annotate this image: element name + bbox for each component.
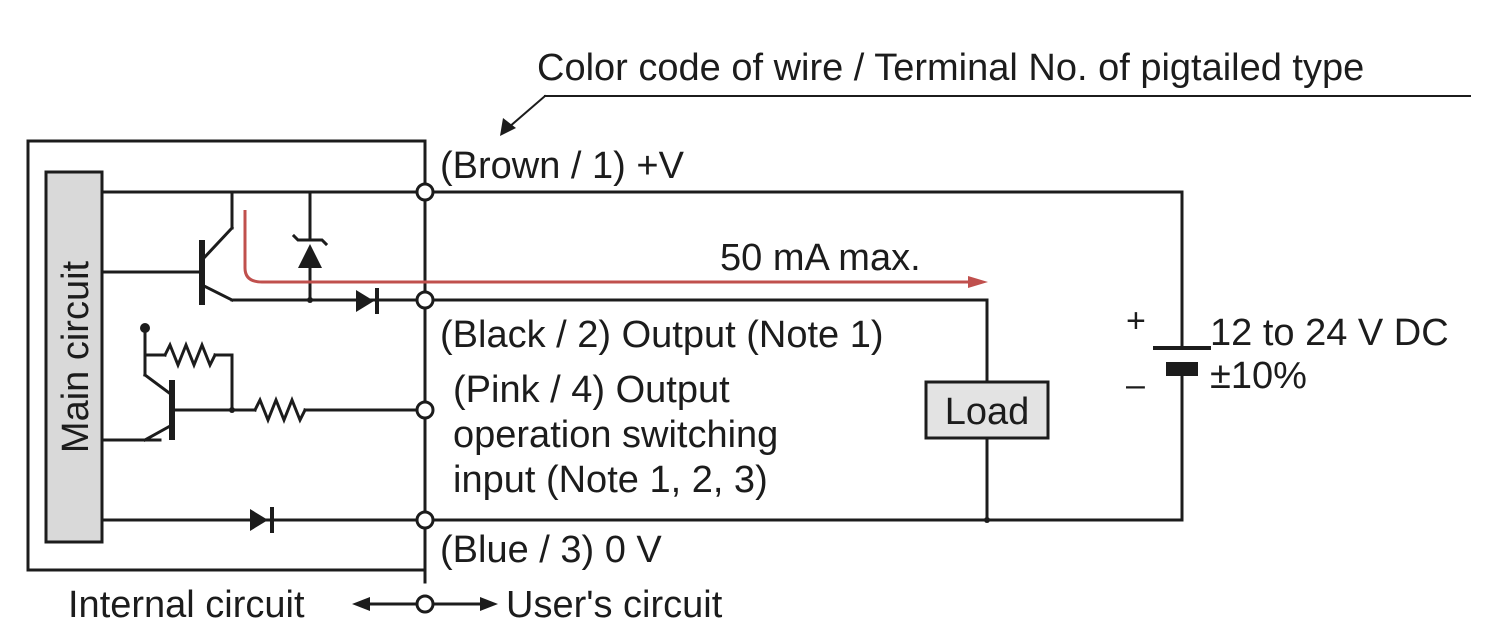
- bias-resistor-icon: [162, 340, 218, 370]
- output-diode-icon: [356, 290, 374, 312]
- switch-transistor-upper-lead: [142, 372, 175, 398]
- terminal-brown: [415, 182, 435, 202]
- terminal-blue-label: (Blue / 3) 0 V: [440, 529, 662, 571]
- internal-circuit-boundary: [26, 139, 427, 572]
- terminal-pink-label-3: input (Note 1, 2, 3): [453, 459, 768, 501]
- current-limit-label: 50 mA max.: [720, 237, 921, 279]
- terminal-black-label: (Black / 2) Output (Note 1): [440, 314, 884, 356]
- wire-code-label: Color code of wire / Terminal No. of pig…: [537, 47, 1364, 89]
- terminal-black: [415, 290, 435, 310]
- current-flow-arrow: [243, 210, 972, 284]
- output-transistor-emitter: [199, 282, 235, 303]
- ground-diode-icon: [250, 509, 268, 531]
- terminal-pink: [415, 400, 435, 420]
- output-transistor-collector: [199, 225, 235, 263]
- zener-junction: [307, 297, 313, 303]
- supply-tolerance-label: ±10%: [1210, 355, 1307, 397]
- current-flow-arrowhead: [968, 276, 988, 288]
- switch-transistor-lower-lead: [142, 422, 175, 443]
- supply-voltage-label: 12 to 24 V DC: [1210, 312, 1449, 354]
- internal-circuit-label: Internal circuit: [68, 584, 305, 626]
- load-block: [924, 380, 1050, 440]
- wire-code-pointer-arrowhead: [500, 118, 516, 136]
- boundary-arrowhead-left: [352, 597, 370, 611]
- terminal-blue: [415, 510, 435, 530]
- terminal-pink-label-1: (Pink / 4) Output: [453, 369, 730, 411]
- terminal-pink-label-2: operation switching: [453, 414, 778, 456]
- supply-plus-label: +: [1126, 302, 1146, 340]
- supply-plate-negative: [1166, 362, 1198, 376]
- wire-code-pointer: [506, 94, 547, 130]
- main-circuit-block: [44, 170, 104, 544]
- zener-diode-bar: [291, 233, 329, 247]
- main-circuit-label: Main circuit: [55, 260, 97, 453]
- load-label: Load: [945, 391, 1030, 433]
- users-circuit-label: User's circuit: [506, 584, 723, 626]
- switch-node-top: [140, 323, 150, 333]
- boundary-arrowhead-right: [480, 597, 498, 611]
- switch-junction: [229, 407, 235, 413]
- supply-minus-label: –: [1126, 366, 1145, 404]
- input-resistor-icon: [252, 395, 308, 425]
- boundary-marker: [415, 594, 435, 614]
- terminal-brown-label: (Brown / 1) +V: [440, 145, 685, 187]
- zener-diode-icon: [298, 244, 322, 268]
